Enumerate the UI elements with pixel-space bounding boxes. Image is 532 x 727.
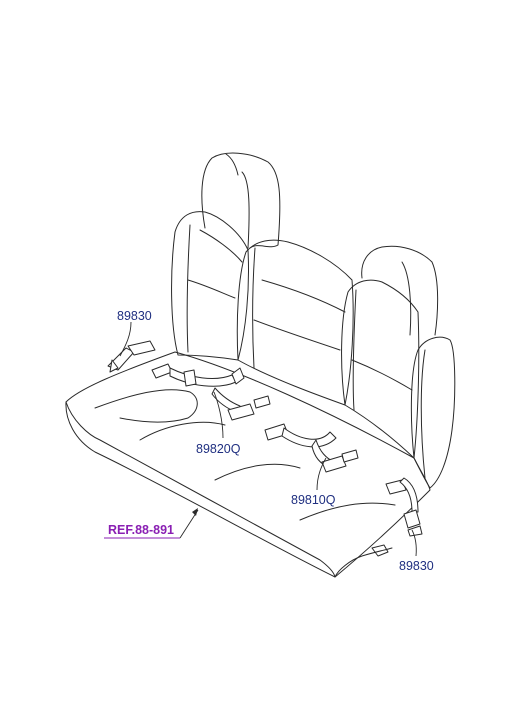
reference-callout[interactable]: REF.88-891: [104, 508, 199, 539]
part-label-anchor-right: 89830: [399, 559, 434, 573]
right-bolster: [410, 336, 456, 489]
part-label-belt-center-right: 89810Q: [291, 493, 336, 507]
leader-anchor-left: [119, 321, 132, 357]
reference-arrowhead: [192, 508, 198, 516]
leader-belt-center-right: [316, 457, 327, 491]
leader-anchor-right: [411, 529, 417, 557]
left-anchor-belt[interactable]: [107, 340, 156, 373]
left-headrest: [201, 152, 281, 249]
part-label-belt-center-left: 89820Q: [196, 442, 241, 456]
seat-cushion: [65, 351, 431, 578]
part-label-anchor-left: 89830: [117, 309, 152, 323]
right-headrest: [361, 245, 439, 336]
reference-label: REF.88-891: [108, 523, 174, 537]
right-anchor-belt[interactable]: [385, 477, 423, 537]
rear-bench-seat: [65, 152, 456, 578]
center-left-belt[interactable]: [151, 363, 271, 421]
leader-belt-center-left: [213, 391, 224, 439]
right-seatback: [341, 279, 420, 459]
center-right-belt[interactable]: [264, 423, 359, 473]
center-seatback: [236, 239, 354, 406]
